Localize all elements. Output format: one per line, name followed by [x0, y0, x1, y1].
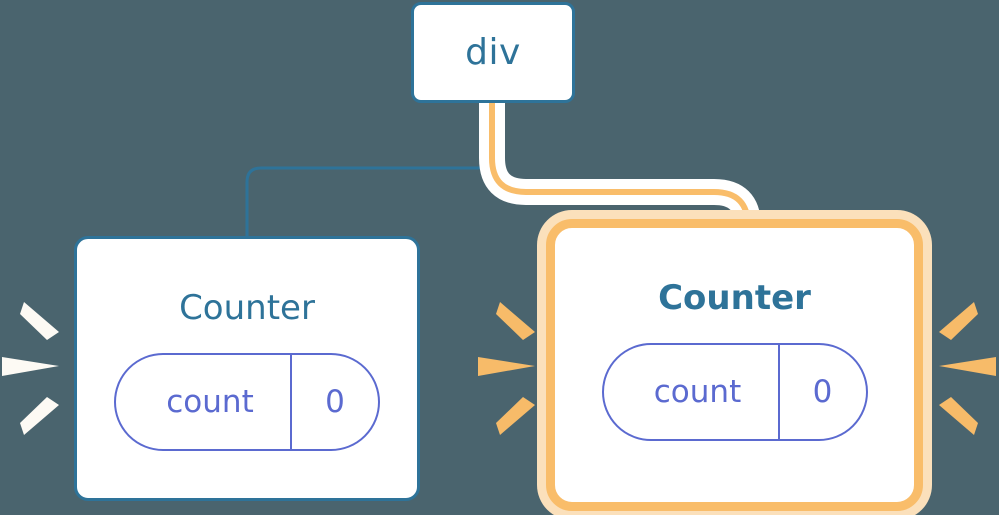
state-key-left: count [166, 383, 254, 420]
state-value-left: 0 [290, 355, 378, 449]
edge-root-to-right-counter [489, 103, 751, 242]
node-counter-left[interactable]: Counter count 0 [74, 236, 420, 501]
state-pill-left: count 0 [114, 353, 380, 451]
state-value-right: 0 [777, 345, 866, 439]
node-counter-left-label: Counter [179, 288, 315, 328]
state-pill-right: count 0 [601, 343, 868, 441]
state-key-right: count [653, 373, 742, 410]
node-counter-right[interactable]: Counter count 0 [546, 219, 923, 511]
node-counter-right-label: Counter [658, 278, 811, 318]
node-div-label: div [465, 31, 521, 73]
edge-root-to-left-counter [245, 103, 494, 238]
node-div[interactable]: div [411, 2, 575, 103]
